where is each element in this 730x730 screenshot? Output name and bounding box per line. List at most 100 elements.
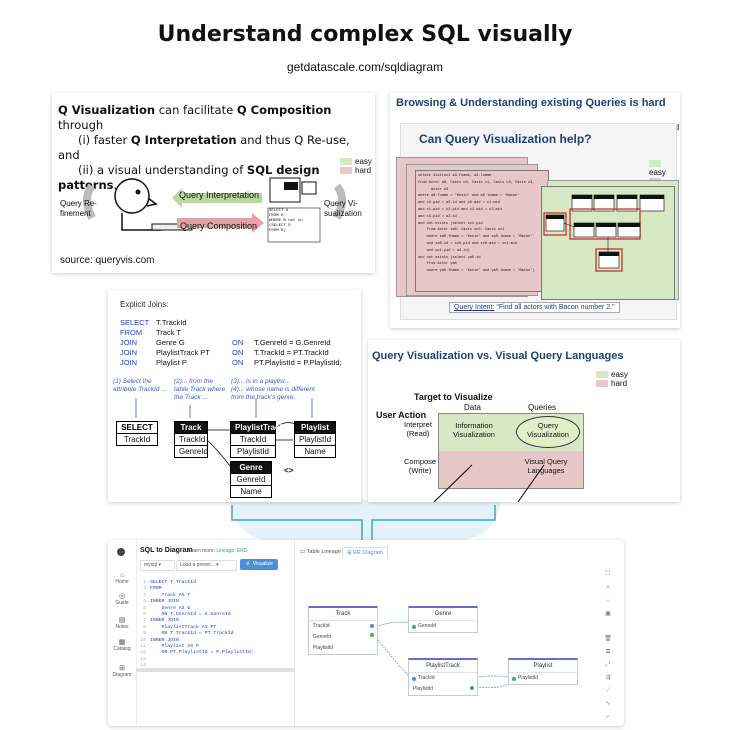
code-line: Track AS T xyxy=(150,592,191,598)
join-note-2: (2)... from the table Track where the Tr… xyxy=(174,378,226,401)
delete-icon[interactable]: 🗑 xyxy=(604,636,612,642)
node-field: TrackId xyxy=(313,623,330,629)
diagram-icon: ⊞ xyxy=(119,665,125,672)
code-line: FROM xyxy=(150,586,162,592)
table-cell: PlaylistId xyxy=(231,445,275,457)
table-cell: GenreId xyxy=(175,445,208,457)
step-icon[interactable]: ⌐ xyxy=(606,714,610,720)
composition-label: Query Composition xyxy=(180,221,258,231)
line-number: 6 xyxy=(143,612,146,618)
field-handle[interactable] xyxy=(412,677,416,681)
field-handle[interactable] xyxy=(470,686,474,690)
code-line: ON PT.PlaylistId = P.PlaylistId; xyxy=(150,650,254,656)
node-field: PlaylistId xyxy=(518,675,539,681)
field-handle[interactable] xyxy=(370,633,374,637)
person-head xyxy=(114,178,150,214)
app-title: SQL to Diagram xyxy=(140,547,193,554)
qviz-cycle-diagram xyxy=(83,177,346,243)
sidebar-item-notes[interactable]: ▤Notes xyxy=(108,616,136,630)
er-icon: ⊞ xyxy=(347,550,352,556)
visualize-button[interactable]: ⚡ Visualize xyxy=(240,559,278,570)
field-handle[interactable] xyxy=(512,677,516,681)
panel-browsing-queries: Browsing & Understanding existing Querie… xyxy=(390,93,680,328)
line-number: 5 xyxy=(143,605,146,611)
line-number: 3 xyxy=(143,592,146,598)
er-node-genre[interactable]: Genre GenreId xyxy=(408,606,478,633)
zoom-in-icon[interactable]: + xyxy=(606,585,610,591)
col-data: Data xyxy=(464,403,481,412)
user-action-label: User Action xyxy=(376,410,427,420)
table-cell: TrackId xyxy=(231,433,275,445)
node-title: Track xyxy=(309,608,377,621)
line-number: 8 xyxy=(143,624,146,630)
copy-icon[interactable]: ⧉ xyxy=(605,649,611,655)
lock-icon[interactable]: ▣ xyxy=(605,611,611,617)
edge-icon[interactable]: ⟋ xyxy=(605,688,611,694)
line-number: 14 xyxy=(140,663,146,669)
interpretation-arrow xyxy=(172,188,262,208)
preset-select[interactable]: Load a preset... ▾ xyxy=(176,560,237,571)
c11-label: Information Visualization xyxy=(453,421,495,439)
mini-sql: SELECT A FROM R WHERE B not in (SELECT D… xyxy=(269,209,303,233)
editor-scrollbar[interactable] xyxy=(136,668,294,672)
browse-subtitle: Can Query Visualization help? xyxy=(419,132,592,146)
legend-easy: easy xyxy=(611,370,628,379)
node-field: GenreId xyxy=(313,634,332,640)
editor-divider[interactable] xyxy=(294,540,295,726)
tab-table-lineage[interactable]: ▭ Table Lineage xyxy=(300,549,341,555)
line-number: 12 xyxy=(140,650,146,656)
sidebar-item-diagram[interactable]: ⊞Diagram xyxy=(108,664,136,678)
line-number: 7 xyxy=(143,618,146,624)
layout-icon[interactable]: ⇶ xyxy=(605,675,611,681)
er-node-playlist[interactable]: Playlist PlaylistId xyxy=(508,658,578,685)
tab-er-diagram[interactable]: ⊞ ER Diagram xyxy=(342,547,389,558)
field-handle[interactable] xyxy=(412,625,416,629)
code-line: ON T.GenreId = G.GenreId xyxy=(150,612,231,618)
sidebar-item-catalog[interactable]: ▦Catalog xyxy=(108,638,136,652)
er-node-playlisttrack[interactable]: PlaylistTrack TrackId PlaylistId xyxy=(408,658,478,696)
node-field: GenreId xyxy=(418,623,437,629)
preset-placeholder: Load a preset... xyxy=(180,562,215,568)
node-field: PlaylistId xyxy=(313,645,334,651)
er-node-track[interactable]: Track TrackId GenreId PlaylistId xyxy=(308,606,378,655)
join-table-select: SELECT TrackId xyxy=(116,421,158,446)
expand-icon[interactable]: ⤢ xyxy=(605,662,611,668)
c12-label: Query Visualization xyxy=(527,421,569,439)
line-number: 1 xyxy=(143,580,146,585)
visualization-label: Query Vi- sualization xyxy=(324,199,362,218)
zoom-out-icon[interactable]: − xyxy=(606,598,610,604)
legend-hard: hard xyxy=(611,379,628,388)
line-number: 13 xyxy=(140,656,146,662)
interpretation-label: Query Interpretation xyxy=(179,190,260,200)
sidebar-item-home[interactable]: ⌂Home xyxy=(108,572,136,585)
line-number: 9 xyxy=(143,631,146,637)
curve-icon[interactable]: ∿ xyxy=(605,701,611,707)
learn-more-label: Learn more: xyxy=(188,548,215,554)
visualize-label: Visualize xyxy=(252,561,273,567)
field-handle[interactable] xyxy=(370,624,374,628)
fullscreen-icon[interactable]: ⛶ xyxy=(605,571,611,577)
learn-more-links[interactable]: Lineage, ERD xyxy=(216,548,248,554)
code-line: INNER JOIN xyxy=(150,637,179,643)
qviz-term: Q Visualization xyxy=(58,103,156,117)
row-interpret: Interpret (Read) xyxy=(404,420,432,438)
chevron-down-icon: ▾ xyxy=(158,562,161,568)
sql-card: select distinct a3.fname, a3.lname from … xyxy=(415,170,549,292)
join-table-playlist: Playlist PlaylistId Name xyxy=(294,421,336,458)
table-cell: Name xyxy=(295,445,335,457)
sidebar-item-guide[interactable]: ◎Guide xyxy=(108,592,136,606)
browse-title: Browsing & Understanding existing Querie… xyxy=(396,97,666,109)
panel-query-visualization: Q Visualization can facilitate Q Composi… xyxy=(52,93,375,273)
db-select-value: mysql xyxy=(144,562,158,568)
line-number: 10 xyxy=(140,637,146,643)
browse-inner-card: Can Query Visualization help? easy hard … xyxy=(396,123,679,320)
code-line: INNER JOIN xyxy=(150,618,179,624)
db-select[interactable]: mysql ▾ xyxy=(140,560,175,571)
avatar[interactable] xyxy=(117,548,125,556)
patterns-term: SQL design patterns xyxy=(58,163,320,192)
